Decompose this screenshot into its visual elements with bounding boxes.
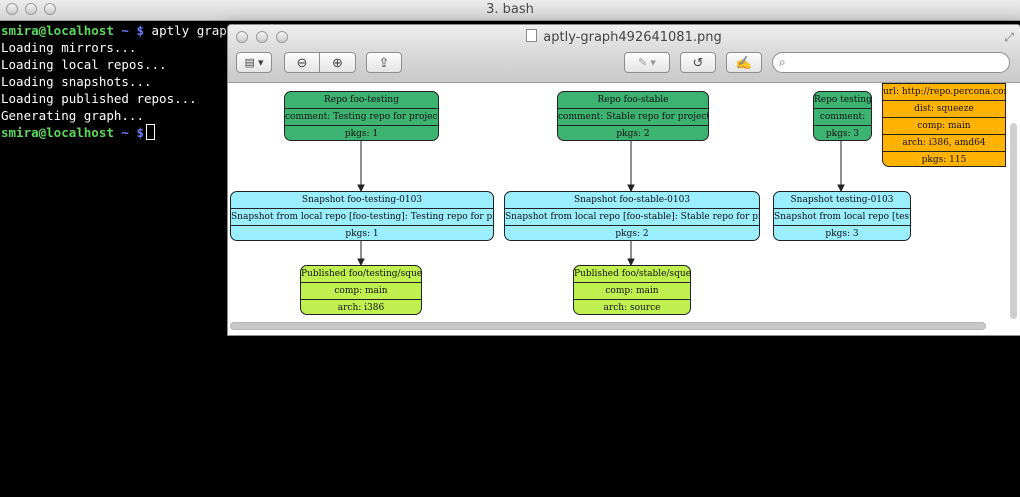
markup-icon: ✎ ▾ bbox=[638, 57, 656, 69]
output-line: Loading local repos... bbox=[1, 57, 167, 72]
zoom-controls: ⊖ ⊕ bbox=[284, 52, 356, 73]
snapshot-desc: Snapshot from local repo [foo-stable]: S… bbox=[505, 209, 759, 226]
markup-button[interactable]: ✎ ▾ bbox=[624, 52, 670, 73]
repo-pkgs: pkgs: 1 bbox=[344, 129, 379, 139]
repo-name: Repo testing bbox=[814, 92, 871, 109]
output-line: Generating graph... bbox=[1, 108, 144, 123]
published-arch: arch: source bbox=[603, 303, 661, 313]
repo-pkgs: pkgs: 2 bbox=[616, 129, 650, 139]
vertical-scrollbar[interactable] bbox=[1010, 123, 1017, 319]
repo-name: Repo foo-testing bbox=[285, 92, 438, 109]
prompt-symbol: $ bbox=[136, 23, 145, 38]
terminal-title: 3. bash bbox=[486, 2, 534, 17]
rotate-button[interactable]: ↺ bbox=[680, 52, 716, 73]
snapshot-desc: Snapshot from local repo [testing] bbox=[774, 209, 910, 226]
sidebar-button[interactable]: ▤ ▾ bbox=[236, 52, 272, 73]
mirror-clipped-row bbox=[883, 83, 1005, 84]
snapshot-name: Snapshot testing-0103 bbox=[774, 192, 910, 209]
preview-minimize-button[interactable] bbox=[256, 31, 268, 43]
preview-window: aptly-graph492641081.png ⤢ ▤ ▾ ⊖ ⊕ ⇪ ✎ ▾… bbox=[227, 24, 1020, 336]
arrowhead bbox=[627, 184, 635, 193]
fullscreen-icon[interactable]: ⤢ bbox=[1004, 30, 1014, 44]
zoom-button[interactable] bbox=[44, 3, 56, 15]
repo-node: Repo foo-testing comment: Testing repo f… bbox=[284, 91, 439, 141]
output-line: Loading mirrors... bbox=[1, 40, 137, 55]
repo-comment: comment: Stable repo for project Foo bbox=[558, 109, 708, 126]
preview-close-button[interactable] bbox=[236, 31, 248, 43]
published-name: Published foo/testing/squeeze bbox=[301, 266, 421, 283]
repo-name: Repo foo-stable bbox=[558, 92, 708, 109]
prompt-dir: ~ bbox=[121, 125, 129, 140]
graph-canvas[interactable]: Repo foo-testing comment: Testing repo f… bbox=[228, 83, 1020, 319]
repo-node: Repo foo-stable comment: Stable repo for… bbox=[557, 91, 709, 141]
close-button[interactable] bbox=[6, 3, 18, 15]
arrowhead bbox=[357, 258, 365, 267]
snapshot-pkgs: pkgs: 2 bbox=[615, 229, 649, 239]
repo-comment: comment: Testing repo for project Foo bbox=[285, 109, 438, 126]
share-button[interactable]: ⇪ bbox=[366, 52, 402, 73]
snapshot-desc: Snapshot from local repo [foo-testing]: … bbox=[231, 209, 493, 226]
output-line: Loading snapshots... bbox=[1, 74, 152, 89]
snapshot-name: Snapshot foo-stable-0103 bbox=[505, 192, 759, 209]
mirror-url: url: http://repo.percona.com/ap bbox=[883, 84, 1005, 101]
published-node: Published foo/stable/squeeze comp: main … bbox=[573, 265, 691, 315]
snapshot-pkgs: pkgs: 3 bbox=[825, 229, 859, 239]
published-node: Published foo/testing/squeeze comp: main… bbox=[300, 265, 422, 315]
document-icon bbox=[526, 29, 538, 42]
preview-titlebar: aptly-graph492641081.png ⤢ bbox=[228, 25, 1020, 49]
mirror-arch: arch: i386, amd64 bbox=[883, 135, 1005, 152]
text-cursor bbox=[146, 124, 156, 140]
search-field[interactable]: ⌕ bbox=[772, 52, 1010, 73]
published-comp: comp: main bbox=[574, 283, 690, 300]
rotate-icon: ↺ bbox=[692, 54, 704, 70]
repo-comment: comment: bbox=[814, 109, 871, 126]
prompt-line: smira@localhost ~ $ bbox=[1, 124, 156, 141]
command-line: smira@localhost ~ $ aptly graph bbox=[1, 22, 234, 39]
mirror-node: url: http://repo.percona.com/ap dist: sq… bbox=[882, 83, 1006, 167]
snapshot-pkgs: pkgs: 1 bbox=[345, 229, 379, 239]
preview-toolbar: ▤ ▾ ⊖ ⊕ ⇪ ✎ ▾ ↺ ✍ ⌕ bbox=[228, 49, 1020, 83]
mirror-comp: comp: main bbox=[883, 118, 1005, 135]
published-name: Published foo/stable/squeeze bbox=[574, 266, 690, 283]
zoom-in-icon: ⊕ bbox=[332, 54, 343, 70]
search-icon: ⌕ bbox=[779, 55, 786, 69]
zoom-in-button[interactable]: ⊕ bbox=[320, 52, 356, 73]
repo-pkgs: pkgs: 3 bbox=[825, 129, 860, 139]
snapshot-node: Snapshot foo-testing-0103 Snapshot from … bbox=[230, 191, 494, 241]
terminal-titlebar: 3. bash bbox=[0, 0, 1020, 21]
mirror-dist: dist: squeeze bbox=[883, 101, 1005, 118]
minimize-button[interactable] bbox=[25, 3, 37, 15]
prompt-user: smira@localhost bbox=[1, 23, 114, 38]
edit-icon: ✍ bbox=[735, 54, 753, 70]
horizontal-scrollbar[interactable] bbox=[230, 322, 986, 330]
snapshot-node: Snapshot foo-stable-0103 Snapshot from l… bbox=[504, 191, 760, 241]
snapshot-name: Snapshot foo-testing-0103 bbox=[231, 192, 493, 209]
snapshot-node: Snapshot testing-0103 Snapshot from loca… bbox=[773, 191, 911, 241]
graph-edges bbox=[357, 140, 845, 267]
arrowhead bbox=[627, 258, 635, 267]
published-comp: comp: main bbox=[301, 283, 421, 300]
mirror-pkgs: pkgs: 115 bbox=[921, 155, 967, 165]
prompt-user: smira@localhost bbox=[1, 125, 114, 140]
share-icon: ⇪ bbox=[378, 54, 390, 70]
command-text: aptly graph bbox=[151, 23, 235, 38]
sidebar-icon: ▤ ▾ bbox=[244, 57, 264, 69]
preview-zoom-button[interactable] bbox=[276, 31, 288, 43]
prompt-dir: ~ bbox=[121, 23, 129, 38]
zoom-out-icon: ⊖ bbox=[296, 54, 308, 70]
zoom-out-button[interactable]: ⊖ bbox=[284, 52, 320, 73]
repo-node: Repo testing comment: pkgs: 3 bbox=[813, 91, 872, 141]
output-line: Loading published repos... bbox=[1, 91, 197, 106]
preview-title: aptly-graph492641081.png bbox=[228, 29, 1020, 45]
edit-button[interactable]: ✍ bbox=[726, 52, 762, 73]
arrowhead bbox=[357, 184, 365, 193]
published-arch: arch: i386 bbox=[337, 303, 385, 313]
arrowhead bbox=[837, 184, 845, 193]
prompt-symbol: $ bbox=[136, 125, 145, 140]
